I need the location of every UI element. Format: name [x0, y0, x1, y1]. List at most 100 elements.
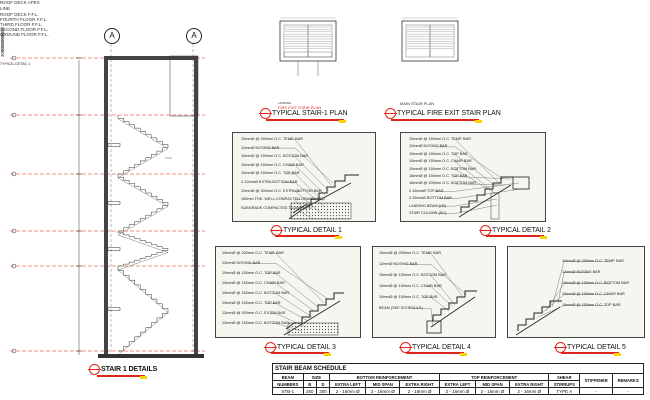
header-cell: BEAM [272, 373, 304, 381]
stair-soffit [117, 234, 169, 253]
detail-callout: 10mmØ @ 250mm O.C. TEMP. BAR [379, 251, 441, 255]
detail-callout: 10mmØ @ 150mm O.C. BOTTOM BAR [409, 166, 477, 171]
detail-5-sketch: 10mmØ @ 250mm O.C. TEMP. BAR 12mmØ NOSING… [507, 246, 645, 338]
detail-callout: 10mmØ @ 250mm O.C. TEMP. BAR [562, 259, 624, 263]
table-cell: 2 - 16mm Ø [399, 387, 440, 395]
header-cell: BOTTOM REINFORCEMENT [329, 373, 440, 381]
table-cell: 2 - 16mm Ø [508, 387, 550, 395]
leader-line [434, 182, 520, 192]
stair-flight [117, 266, 168, 309]
header-cell: TOP REINFORCEMENT [438, 373, 550, 381]
elevation-note: TYPICAL DETAIL 1 [0, 62, 31, 66]
detail-3-drawing [249, 253, 344, 336]
leader-line [406, 264, 468, 296]
leader-line [454, 168, 496, 194]
stair-soffit [117, 312, 169, 356]
leader-line [271, 323, 303, 332]
detail-2-title: TYPICAL DETAIL 2 [479, 225, 551, 236]
table-row: STB-1 250 300 2 - 16mm Ø 2 - 16mm Ø 2 - … [272, 387, 644, 395]
stair-soffit [117, 148, 169, 179]
table-cell: - [579, 387, 614, 395]
header-cell: MID SPAN [475, 380, 510, 388]
landing-slab [107, 247, 121, 251]
detail-callout: 10mmØ @ 150mm O.C. TOP BAR [409, 151, 468, 156]
leader-line [423, 297, 450, 312]
leader-line [541, 294, 610, 314]
stair-flight [118, 202, 169, 232]
leader-line [294, 190, 322, 214]
table-cell: 2 - 16mm Ø [365, 387, 401, 395]
detail-callout: 10mmØ @ 250mm O.C. TEMP. BAR [241, 137, 303, 141]
detail-callout: 10mmØ @ 150mm O.C. CHAIR BAR [409, 159, 472, 164]
table-cell: 250 [302, 387, 317, 395]
detail-4-drawing [406, 253, 477, 334]
header-cell: EXTRA RIGHT [399, 380, 440, 388]
leader-line [266, 273, 319, 308]
detail-callout: 10mmØ @ 150mm O.C. TOP BAR [562, 303, 621, 307]
level-marker-icon [11, 348, 17, 354]
section-mark-icon [384, 108, 397, 119]
detail-callout: 150mm THK. WELL-COMPACTED GRAVEL BED [241, 197, 325, 202]
stair-soffit [117, 252, 169, 271]
detail-callout: 16mmØ @ 200mm O.C. BOTTOM BAR [409, 181, 477, 186]
leader-line [436, 146, 504, 180]
stair1-plan-drawing [279, 17, 337, 76]
detail-callout: 12mmØ @ 300mm O.C. EXTRA BOTTOM BAR [241, 188, 322, 193]
detail-callout: 10mmØ @ 150mm O.C. BOTTOM BAR [379, 273, 447, 277]
section-mark-icon [88, 364, 101, 375]
stair-soffit [117, 269, 169, 313]
leader-line [285, 173, 324, 202]
header-cell: EXTRA LEFT [329, 380, 367, 388]
leader-line [290, 156, 330, 192]
leader-line [557, 272, 590, 304]
detail-callout: 12mmØ NOSING BAR [562, 270, 601, 274]
leader-line [294, 199, 312, 216]
detail-callout: 12mmØ NOSING BAR [409, 144, 448, 149]
leader-line [453, 154, 498, 188]
leader-line [288, 165, 326, 196]
fire-exit-plan-title: TYPICAL FIRE EXIT STAIR PLAN [384, 108, 501, 119]
detail-callout: 16mmØ @ 150mm O.C. TOP BAR [409, 174, 468, 178]
stair-flight [118, 248, 169, 267]
table-cell: STB-1 [272, 387, 304, 395]
landing-slab [107, 307, 121, 311]
landing-slab [107, 201, 121, 205]
level-label: ROOF DECK APEX LINE [0, 0, 40, 11]
leader-line [281, 182, 326, 208]
level-dimension: 3000 [0, 46, 5, 57]
leader-line [249, 263, 329, 300]
elevation-drawing [10, 44, 205, 358]
header-cell: SIZE [302, 373, 331, 381]
fire-exit-plan-drawing [401, 17, 459, 62]
leader-line [454, 139, 500, 184]
header-cell: B [302, 380, 317, 388]
stair-flight [118, 144, 169, 175]
stair-flight [117, 115, 168, 145]
detail-callout: 2-16mmØ TOP BAR [409, 188, 444, 193]
level-marker-icon [11, 228, 17, 234]
stair-flight [117, 231, 168, 249]
detail-callout: 10mmØ @ 150mm O.C. TEMP. BAR [409, 137, 471, 141]
leader-line [545, 283, 612, 312]
detail-1-drawing [268, 139, 359, 220]
leader-line [437, 198, 498, 207]
detail-callout: 12mmØ @ 150mm O.C. BOTTOM BAR [222, 321, 290, 325]
stair-elevation: A A ROOF DECK APEX LINE ROOF DECK F.F.L.… [0, 0, 215, 400]
detail-callout: STAIR COLUMN (SC) [409, 211, 447, 215]
level-marker-icon [11, 112, 17, 118]
detail-callout: 10mmØ @ 150mm O.C. BOTTOM BAR [241, 154, 309, 159]
level-label: ROOF DECK F.F.L. [0, 12, 39, 17]
table-cell: TYPE A [548, 387, 581, 395]
detail-callout: 10mmØ @ 150mm O.C. TOP BAR [241, 171, 300, 176]
detail-callout: 10mmØ @ 150mm O.C. BOTTOM BAR [222, 291, 290, 295]
table-cell: 300 [315, 387, 331, 395]
section-mark-icon [264, 342, 277, 353]
fire-exit-plan: MAIN STAIR PLAN [400, 16, 460, 106]
header-cell: REMARKS [612, 373, 644, 388]
level-marker-icon [11, 55, 17, 61]
header-cell: EXTRA RIGHT [508, 380, 550, 388]
leader-line [266, 303, 309, 322]
